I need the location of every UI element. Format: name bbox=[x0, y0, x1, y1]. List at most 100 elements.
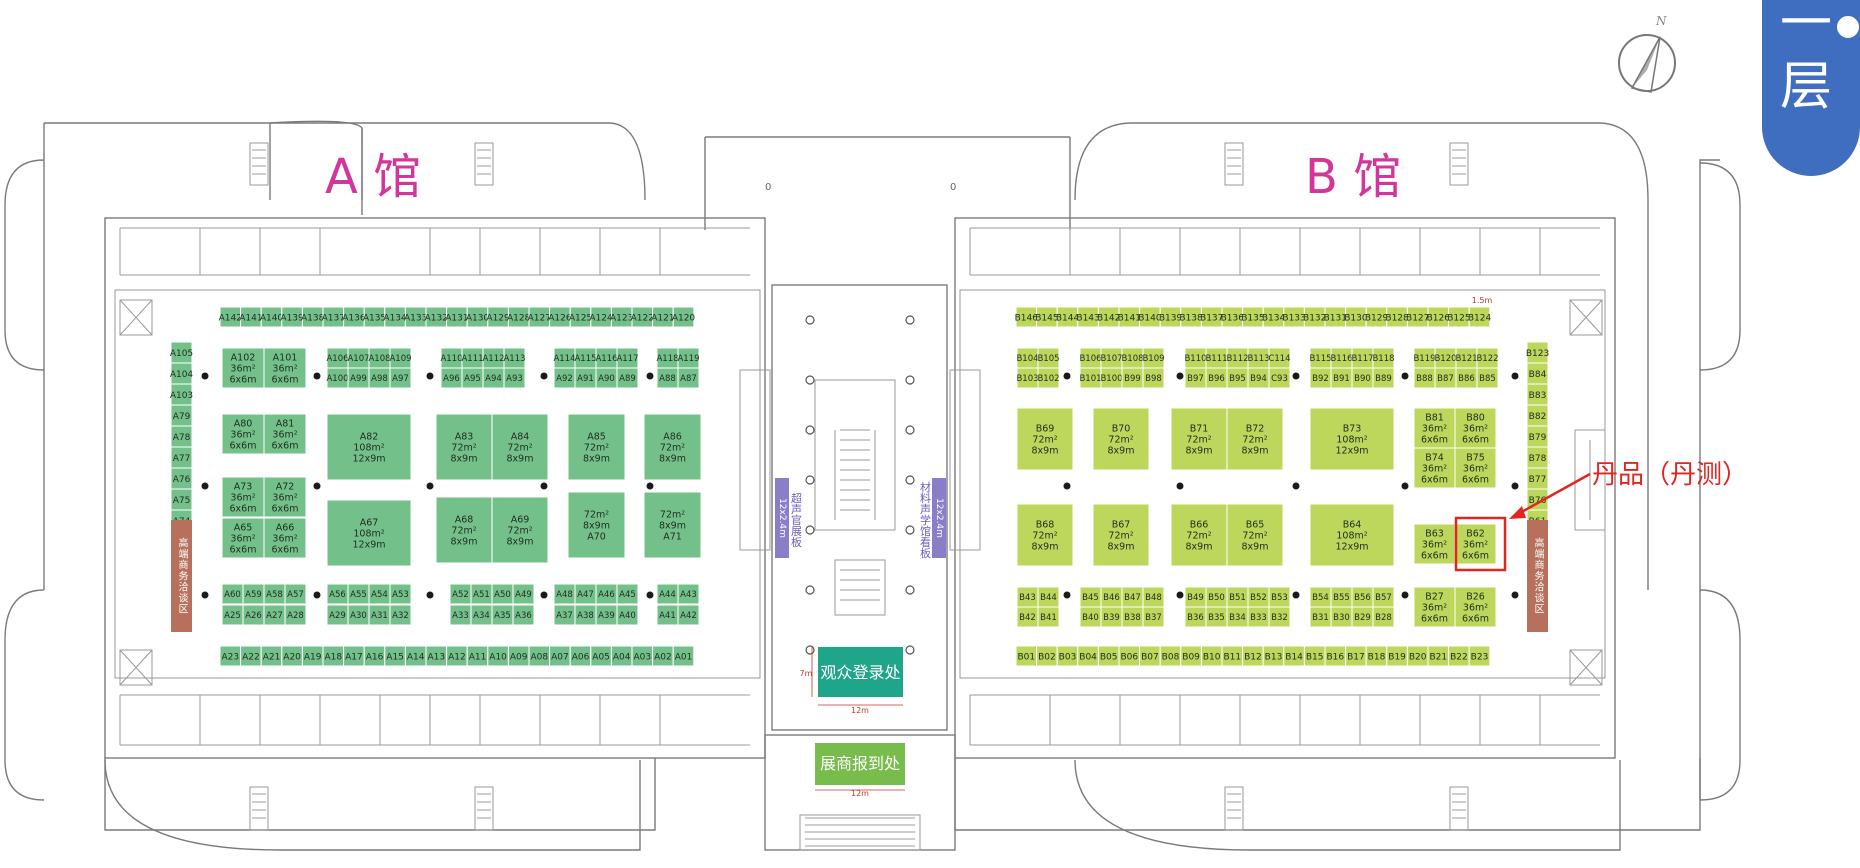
booth: B97 bbox=[1184, 367, 1207, 389]
booth: B41 bbox=[1037, 606, 1060, 628]
booth-label: B79 bbox=[1529, 433, 1547, 443]
booth-label: A31 bbox=[371, 611, 388, 621]
booth: A28 bbox=[284, 604, 307, 626]
booth: A03 bbox=[631, 645, 654, 667]
booth-shape bbox=[1454, 447, 1497, 489]
booth: B14 bbox=[1283, 645, 1305, 667]
booth: B106 bbox=[1079, 347, 1102, 369]
booth-label: B08 bbox=[1162, 652, 1180, 662]
booth-label: B128 bbox=[1385, 313, 1409, 323]
booth-label: B145 bbox=[1035, 313, 1058, 323]
booth-label: A26 bbox=[245, 611, 262, 621]
booth-label: A77 bbox=[173, 454, 191, 464]
booth-shape bbox=[1372, 367, 1395, 389]
booth-shape bbox=[491, 413, 549, 481]
booth-label: B18 bbox=[1368, 652, 1386, 662]
booth-label: A81 bbox=[276, 418, 295, 429]
booth: B56 bbox=[1351, 586, 1374, 608]
booth-label: A79 bbox=[173, 412, 191, 422]
booth: B31 bbox=[1309, 606, 1332, 628]
booth-shape bbox=[1037, 606, 1060, 628]
lounge-area-b: 高端商务洽谈区 bbox=[1527, 520, 1548, 632]
structural-column bbox=[201, 482, 209, 490]
booth-label: A93 bbox=[506, 374, 523, 384]
booth-label: B29 bbox=[1354, 613, 1371, 623]
booth: A51 bbox=[470, 583, 493, 605]
booth: B123 bbox=[1526, 341, 1549, 364]
booth-label: 72m² bbox=[1032, 434, 1057, 445]
booth-label: B87 bbox=[1437, 374, 1454, 384]
booth-label: A120 bbox=[672, 313, 696, 323]
booth-shape bbox=[491, 496, 549, 564]
booth-label: 6x6m bbox=[1462, 474, 1489, 485]
info-board-a: 12x2.4m 超声官展板 bbox=[775, 478, 803, 558]
structural-column bbox=[905, 525, 915, 535]
compass-north-label: N bbox=[1655, 14, 1667, 28]
booth-label: A65 bbox=[234, 522, 253, 533]
booth-label: A124 bbox=[589, 313, 613, 323]
booth: A44 bbox=[656, 583, 679, 605]
booth-label: B77 bbox=[1529, 475, 1547, 485]
booth: A58 bbox=[263, 583, 286, 605]
booth-label: B36 bbox=[1187, 613, 1204, 623]
booth-label: A76 bbox=[173, 475, 191, 485]
booth-label: 72m² bbox=[584, 509, 609, 520]
booth: A18 bbox=[322, 645, 345, 667]
booth: B121 bbox=[1455, 347, 1478, 369]
booth: B89 bbox=[1372, 367, 1395, 389]
structural-column bbox=[646, 482, 654, 490]
structural-column bbox=[426, 372, 434, 380]
booth-label: B89 bbox=[1375, 374, 1392, 384]
booth-label: 36m² bbox=[1422, 423, 1447, 434]
booth-label: B16 bbox=[1326, 652, 1344, 662]
booth-shape bbox=[643, 413, 702, 481]
booth: A54 bbox=[368, 583, 391, 605]
booth-label: B105 bbox=[1037, 354, 1059, 364]
booth-label: A90 bbox=[598, 374, 615, 384]
booth-label: B12 bbox=[1244, 652, 1262, 662]
booth: A13 bbox=[425, 645, 448, 667]
booth-label: A114 bbox=[553, 354, 575, 364]
highlight-arrow bbox=[1517, 472, 1591, 516]
booth-label: A95 bbox=[464, 374, 481, 384]
booth-label: A23 bbox=[221, 652, 239, 662]
booth: A07 bbox=[549, 645, 571, 667]
booth-label: 72m² bbox=[507, 525, 532, 536]
booth: A46 bbox=[595, 583, 618, 605]
booth: B90 bbox=[1351, 367, 1374, 389]
booth-label: B136 bbox=[1221, 313, 1245, 323]
booth: A20 bbox=[281, 645, 303, 667]
booth-label: A07 bbox=[551, 652, 569, 662]
booth-shape bbox=[221, 517, 265, 559]
booth: B84 bbox=[1526, 362, 1549, 385]
booth-label: 8x9m bbox=[451, 536, 478, 547]
booth: B40 bbox=[1079, 606, 1102, 628]
booth-label: 36m² bbox=[272, 429, 297, 440]
structural-column bbox=[1176, 372, 1184, 380]
booth-label: B146 bbox=[1015, 313, 1039, 323]
booth: A27 bbox=[263, 604, 286, 626]
booth-shape bbox=[389, 583, 412, 605]
booth: A01 bbox=[672, 645, 695, 667]
booth-shape bbox=[1468, 645, 1491, 667]
board-a-text: 超声官展板 bbox=[790, 491, 803, 548]
booth-label: A123 bbox=[610, 313, 633, 323]
columns-layer bbox=[201, 315, 1519, 655]
board-a-size: 12x2.4m bbox=[777, 498, 787, 538]
booth: A21 bbox=[260, 645, 283, 667]
zero-mark-1: 0 bbox=[765, 182, 771, 193]
booth-label: 36m² bbox=[230, 429, 255, 440]
booth-shape bbox=[263, 476, 307, 518]
structural-column bbox=[805, 525, 815, 535]
booth: B19 bbox=[1386, 645, 1408, 667]
booth-label: A136 bbox=[342, 313, 366, 323]
booth-label: B66 bbox=[1190, 519, 1209, 530]
booth-label: B101 bbox=[1079, 374, 1101, 384]
structural-column bbox=[1511, 591, 1519, 599]
booth: B30 bbox=[1330, 606, 1353, 628]
